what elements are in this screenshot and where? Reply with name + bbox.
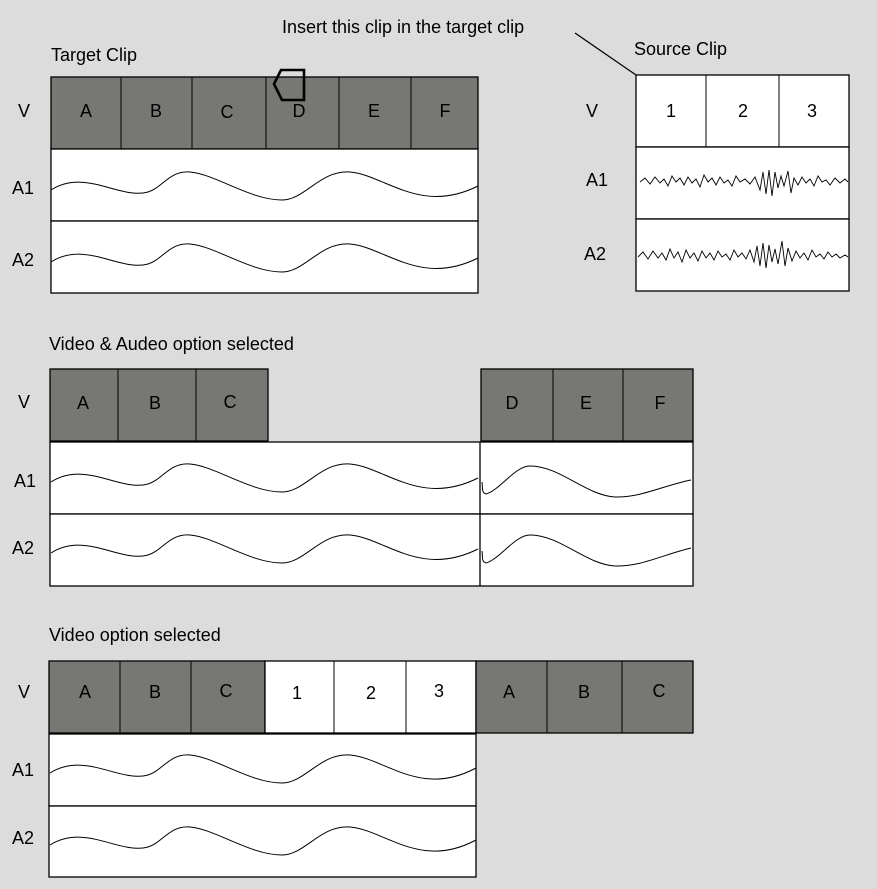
- result-v-video-target-left: [48, 660, 266, 734]
- source-audio-track-a1: [635, 146, 850, 220]
- playhead-marker-icon: [272, 68, 306, 102]
- result-video-panel: Video option selected V A1 A2 A B C 1 2 …: [12, 625, 694, 878]
- result-v-waveform-a1: [49, 754, 477, 784]
- source-track-label-v: V: [586, 101, 598, 121]
- result-video-audio-panel: Video & Audeo option selected V A1 A2 A …: [12, 334, 694, 587]
- result-av-video-clip: F: [655, 393, 666, 413]
- result-av-video-clip: D: [506, 393, 519, 413]
- source-audio-waveform-a1: [639, 169, 849, 197]
- source-video-clip: 2: [738, 101, 748, 121]
- result-av-track-label-a1: A1: [14, 471, 36, 491]
- target-video-clip: D: [293, 101, 306, 121]
- target-video-clip: F: [440, 101, 451, 121]
- target-clip-panel: Target Clip V A1 A2 A B C D E F: [12, 45, 479, 294]
- source-audio-track-a2: [635, 218, 850, 292]
- target-audio-waveform-a1: [50, 171, 479, 201]
- target-track-label-a2: A2: [12, 250, 34, 270]
- result-av-waveform-a1-left: [50, 463, 479, 493]
- result-av-video-right: [480, 368, 694, 442]
- result-av-title: Video & Audeo option selected: [49, 334, 294, 354]
- result-v-track-label-v: V: [18, 682, 30, 702]
- result-v-waveform-a2: [49, 826, 477, 856]
- result-av-video-left: [49, 368, 269, 442]
- result-v-video-target-right: [475, 660, 694, 734]
- result-v-video-clip: 2: [366, 683, 376, 703]
- result-v-video-clip: C: [220, 681, 233, 701]
- insert-annotation-label: Insert this clip in the target clip: [282, 17, 524, 37]
- result-v-video-clip: 3: [434, 681, 444, 701]
- result-av-audio-a1: [49, 441, 694, 515]
- result-v-title: Video option selected: [49, 625, 221, 645]
- source-clip-panel: Source Clip V A1 A2 1 2 3: [584, 39, 850, 292]
- target-video-track: [50, 76, 479, 150]
- result-av-video-clip: B: [149, 393, 161, 413]
- result-av-track-label-v: V: [18, 392, 30, 412]
- target-video-clip: B: [150, 101, 162, 121]
- result-v-track-label-a2: A2: [12, 828, 34, 848]
- source-track-label-a2: A2: [584, 244, 606, 264]
- source-clip-title: Source Clip: [634, 39, 727, 59]
- result-v-video-inserted: [264, 660, 477, 734]
- result-av-video-clip: C: [224, 392, 237, 412]
- result-v-video-clip: B: [149, 682, 161, 702]
- target-track-label-v: V: [18, 101, 30, 121]
- result-v-video-clip: A: [503, 682, 515, 702]
- source-video-clip: 3: [807, 101, 817, 121]
- target-track-label-a1: A1: [12, 178, 34, 198]
- result-v-video-clip: B: [578, 682, 590, 702]
- result-av-video-clip: E: [580, 393, 592, 413]
- result-v-audio-a2: [48, 805, 477, 878]
- result-av-waveform-a2-right: [481, 534, 692, 567]
- target-video-clip: E: [368, 101, 380, 121]
- target-audio-track-a1: [50, 148, 479, 222]
- source-video-clip: 1: [666, 101, 676, 121]
- result-v-video-clip: A: [79, 682, 91, 702]
- source-audio-waveform-a2: [637, 240, 849, 269]
- target-audio-track-a2: [50, 220, 479, 294]
- result-v-video-clip: 1: [292, 683, 302, 703]
- source-track-label-a1: A1: [586, 170, 608, 190]
- target-video-clip: C: [221, 102, 234, 122]
- result-av-audio-a2: [49, 513, 694, 587]
- target-video-clip: A: [80, 101, 92, 121]
- result-av-video-clip: A: [77, 393, 89, 413]
- target-audio-waveform-a2: [50, 243, 479, 273]
- result-v-video-clip: C: [653, 681, 666, 701]
- result-av-track-label-a2: A2: [12, 538, 34, 558]
- result-v-audio-a1: [48, 733, 477, 807]
- result-av-waveform-a1-right: [481, 465, 692, 498]
- result-av-waveform-a2-left: [50, 534, 479, 564]
- source-video-track: [635, 74, 850, 148]
- result-v-track-label-a1: A1: [12, 760, 34, 780]
- target-clip-title: Target Clip: [51, 45, 137, 65]
- annotation-pointer-line: [574, 32, 637, 76]
